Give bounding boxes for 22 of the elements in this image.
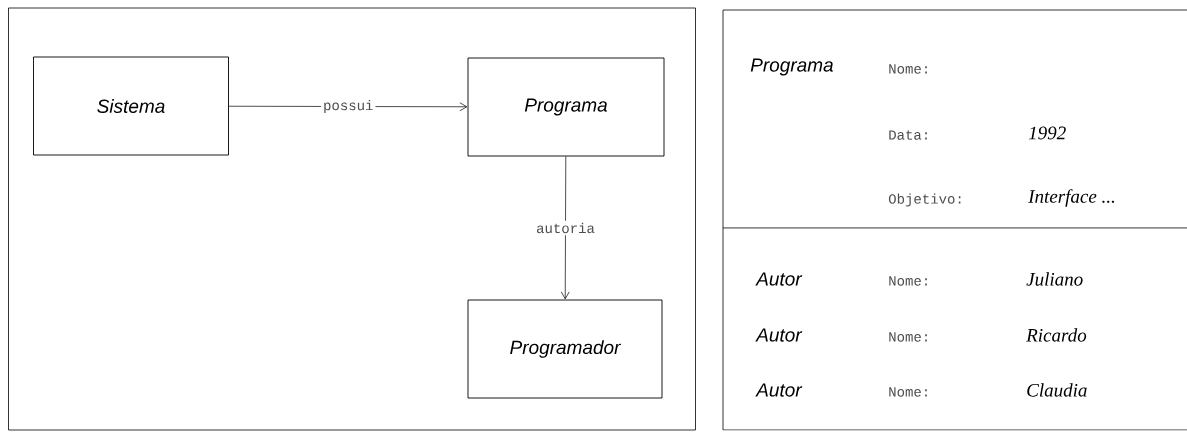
diagram-frame [8, 7, 696, 431]
field-name: Data: [889, 130, 927, 140]
field-name: Objetivo: [888, 193, 961, 207]
field-name: Nome: [889, 332, 927, 342]
entity-name: Autor [755, 272, 803, 286]
field-value: Ricardo [1026, 328, 1087, 342]
edge-label: possui [321, 98, 376, 116]
entity-box: Sistema [33, 56, 229, 156]
entity-name: Autor [755, 328, 803, 342]
entity-box: Programador [467, 299, 663, 399]
field-name: Nome: [889, 64, 927, 74]
field-value: Juliano [1026, 272, 1083, 286]
field-value: 1992 [1028, 126, 1066, 140]
field-name: Nome: [889, 276, 927, 286]
edge-label: autoria [534, 220, 597, 236]
arrow [560, 156, 570, 300]
field-value: Interface ... [1028, 189, 1115, 207]
field-name: Nome: [889, 387, 927, 397]
entity-name: Programa [750, 58, 833, 76]
entity-name: Autor [755, 383, 803, 397]
entity-box: Programa [467, 57, 665, 157]
field-value: Claudia [1027, 383, 1087, 397]
